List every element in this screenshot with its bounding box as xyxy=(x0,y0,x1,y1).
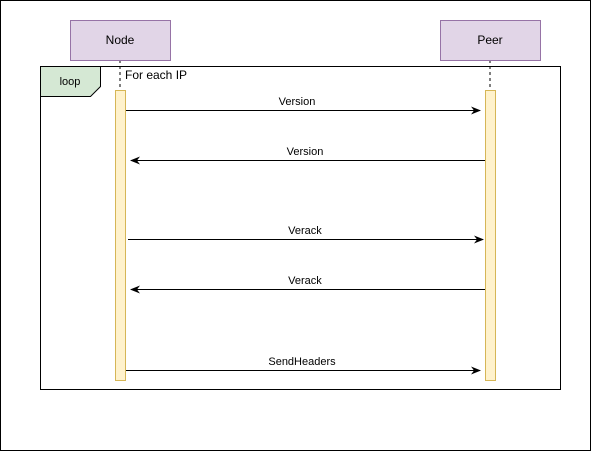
node-actor: Node xyxy=(70,20,171,61)
message-label: Version xyxy=(287,146,324,158)
message-version-response: Version xyxy=(130,146,485,165)
peer-actor-label: Peer xyxy=(477,33,502,47)
loop-operator-label: loop xyxy=(60,76,81,88)
message-label: Verack xyxy=(288,275,322,287)
message-verack-request: Verack xyxy=(128,225,484,244)
peer-activation-bar xyxy=(485,90,496,381)
loop-fragment: loop For each IP xyxy=(40,66,561,390)
loop-frame xyxy=(40,66,561,390)
node-actor-label: Node xyxy=(106,33,135,47)
message-sendheaders: SendHeaders xyxy=(126,356,481,375)
node-actor-box xyxy=(70,20,171,61)
loop-operator-tab xyxy=(40,66,101,97)
message-label: Version xyxy=(279,96,316,108)
message-label: SendHeaders xyxy=(268,356,336,368)
message-verack-response: Verack xyxy=(130,275,485,294)
loop-guard-label: For each IP xyxy=(125,68,187,82)
message-label: Verack xyxy=(288,225,322,237)
peer-actor: Peer xyxy=(440,20,541,61)
peer-actor-box xyxy=(440,20,541,61)
message-version-request: Version xyxy=(126,96,481,115)
node-activation-bar xyxy=(115,90,126,381)
